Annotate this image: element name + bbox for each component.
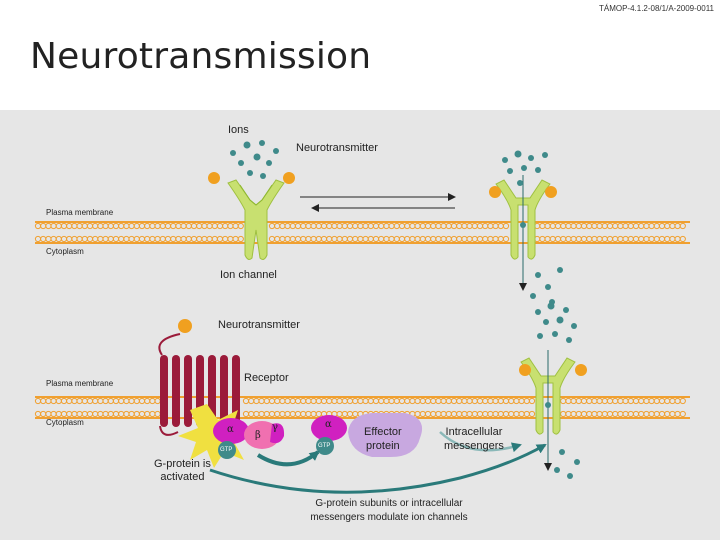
label-receptor: Receptor — [244, 372, 289, 384]
neurotransmitter-molecule — [545, 186, 557, 198]
label-gprotein-activated: G-protein is activated — [154, 458, 211, 484]
plasma-membrane-top — [34, 221, 690, 244]
gprotein-activated-line-2: activated — [160, 471, 205, 483]
neurotransmitter-molecule — [489, 186, 501, 198]
g-protein-complex — [213, 418, 285, 459]
gprotein-activated-line-1: G-protein is — [154, 458, 211, 470]
label-beta: β — [255, 430, 261, 441]
effector-line-2: protein — [366, 440, 400, 452]
ion-channel-open-bottom — [519, 350, 587, 471]
label-alpha: α — [227, 424, 234, 435]
neurotransmitter-molecule — [178, 319, 192, 333]
ion-cluster-bottom-right — [535, 302, 580, 479]
label-neurotransmitter-top: Neurotransmitter — [296, 142, 378, 154]
label-plasma-membrane-bottom: Plasma membrane — [46, 379, 114, 388]
label-modulate-ion-channels: G-protein subunits or intracellular mess… — [298, 497, 480, 525]
effector-line-1: Effector — [364, 426, 402, 438]
label-gamma: γ — [272, 422, 278, 433]
modulate-line-1: G-protein subunits or intracellular — [315, 498, 463, 509]
label-intracellular-messengers: Intracellular messengers — [444, 425, 504, 453]
ion-channel-closed — [208, 172, 295, 260]
header-code: TÁMOP-4.1.2-08/1/A-2009-0011 — [598, 4, 714, 13]
plasma-membrane-bottom — [34, 396, 690, 419]
gprotein-activation-arrow — [256, 450, 320, 467]
label-gtp-2: GTP — [318, 443, 331, 449]
slide-title: Neurotransmission — [30, 36, 372, 77]
modulate-arrow — [209, 443, 547, 494]
neurotransmitter-molecule — [519, 364, 531, 376]
neurotransmitter-molecule — [283, 172, 295, 184]
label-gtp-1: GTP — [220, 447, 233, 453]
neurotransmitter-molecule — [575, 364, 587, 376]
label-cytoplasm-top: Cytoplasm — [46, 247, 84, 256]
ion-cluster-top-left — [230, 140, 279, 179]
gtp-molecule-1 — [218, 441, 236, 459]
g-alpha-gtp-free — [311, 415, 347, 455]
label-effector-protein: Effector protein — [364, 425, 402, 453]
intracellular-line-2: messengers — [444, 440, 504, 452]
label-neurotransmitter-mid: Neurotransmitter — [218, 319, 300, 331]
ion-channel-open-top — [489, 175, 557, 291]
g-protein-coupled-receptor — [158, 319, 240, 436]
diagram-panel — [0, 110, 720, 540]
label-cytoplasm-bottom: Cytoplasm — [46, 418, 84, 427]
label-plasma-membrane-top: Plasma membrane — [46, 208, 114, 217]
ion-cluster-top-right — [502, 150, 563, 305]
modulate-line-2: messengers modulate ion channels — [310, 512, 468, 523]
messenger-arrow — [439, 431, 522, 453]
effector-protein — [348, 413, 423, 458]
label-ions: Ions — [228, 124, 249, 136]
intracellular-line-1: Intracellular — [445, 426, 503, 438]
label-ion-channel: Ion channel — [220, 269, 277, 281]
g-gamma-subunit — [270, 423, 285, 444]
label-alpha-2: α — [325, 419, 332, 430]
neurotransmitter-molecule — [208, 172, 220, 184]
g-alpha-subunit — [213, 418, 249, 444]
